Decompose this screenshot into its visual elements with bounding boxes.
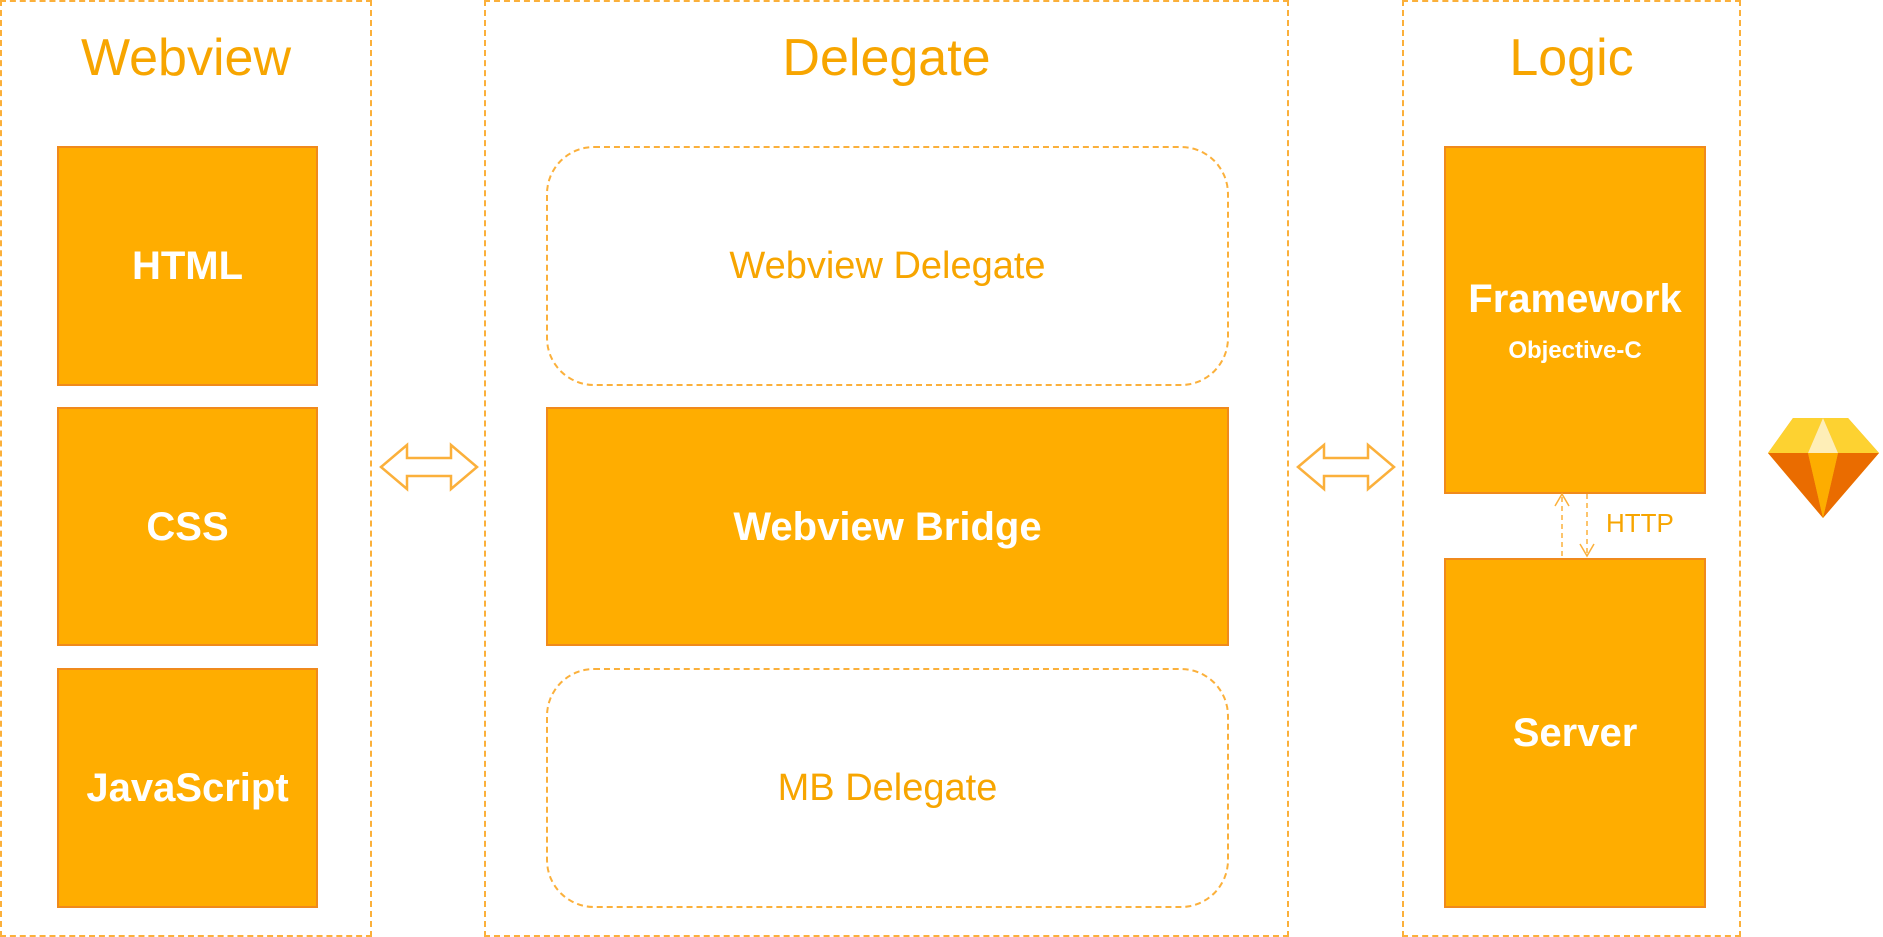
webview-bridge-box: Webview Bridge — [546, 407, 1229, 646]
server-box: Server — [1444, 558, 1706, 908]
webview-delegate-box: Webview Delegate — [546, 146, 1229, 386]
webview-title: Webview — [80, 29, 291, 87]
css-box: CSS — [57, 407, 318, 646]
mb-delegate-label: MB Delegate — [777, 766, 998, 809]
framework-label: Framework — [1468, 277, 1682, 321]
server-label: Server — [1512, 711, 1638, 755]
updown-arrow-icon — [1554, 492, 1595, 558]
delegate-title: Delegate — [782, 29, 991, 87]
webview-panel: Webview HTML CSS JavaScript — [0, 0, 372, 937]
objective-c-label: Objective-C — [1508, 337, 1642, 364]
javascript-box: JavaScript — [57, 668, 318, 908]
javascript-label: JavaScript — [86, 766, 289, 810]
html-box: HTML — [57, 146, 318, 386]
html-label: HTML — [131, 244, 244, 288]
double-arrow-icon — [379, 442, 479, 492]
css-label: CSS — [146, 504, 229, 549]
sketch-diamond-icon — [1768, 418, 1879, 518]
logic-title: Logic — [1509, 29, 1634, 87]
framework-box: Framework Objective-C — [1444, 146, 1706, 494]
double-arrow-icon — [1296, 442, 1396, 492]
logic-panel: Logic Framework Objective-C Server — [1402, 0, 1741, 937]
webview-delegate-label: Webview Delegate — [729, 244, 1046, 287]
webview-bridge-label: Webview Bridge — [733, 504, 1042, 549]
delegate-panel: Delegate Webview Delegate Webview Bridge… — [484, 0, 1289, 937]
mb-delegate-box: MB Delegate — [546, 668, 1229, 908]
http-label: HTTP — [1606, 508, 1674, 538]
